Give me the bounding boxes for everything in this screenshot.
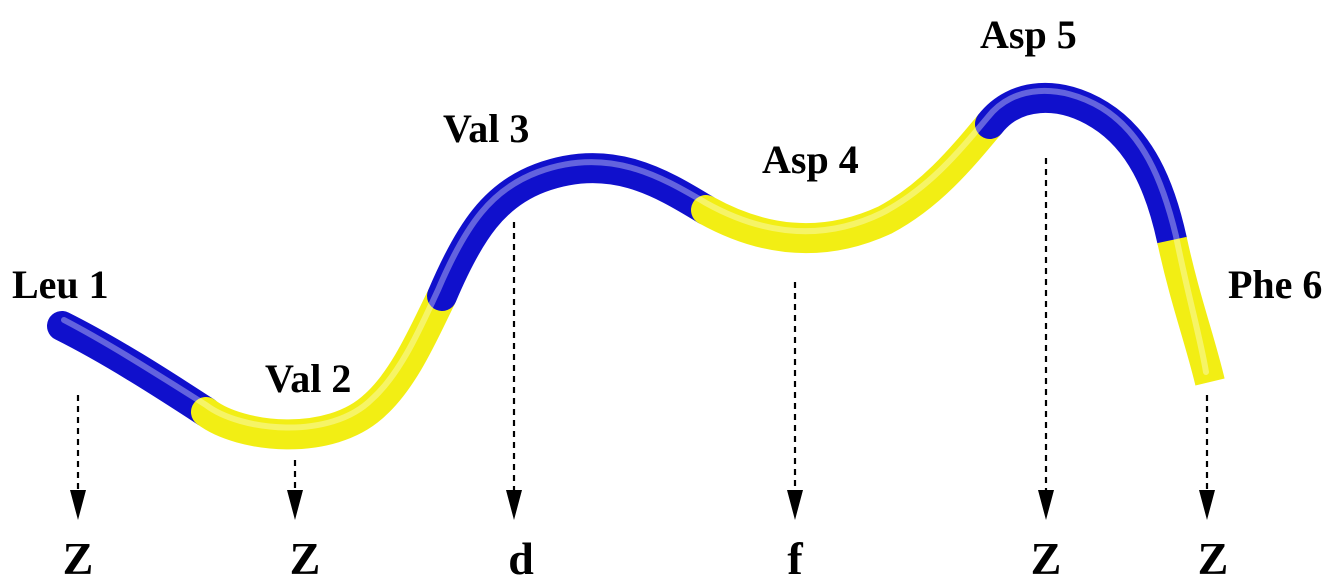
residue-label-val3: Val 3 — [443, 106, 529, 151]
backbone-segment-leu1 — [47, 311, 221, 427]
residue-label-leu1: Leu 1 — [12, 262, 109, 307]
code-label-val2: Z — [290, 533, 321, 582]
backbone-segment-asp4 — [691, 109, 1005, 254]
residue-label-phe6: Phe 6 — [1228, 262, 1322, 307]
backbone-segment-val3 — [427, 153, 721, 311]
code-label-leu1: Z — [63, 533, 94, 582]
projection-arrow-asp4 — [787, 282, 803, 520]
code-label-val3: d — [508, 533, 534, 582]
projection-arrow-val2 — [287, 460, 303, 520]
projection-arrows — [70, 158, 1215, 520]
projection-arrow-leu1 — [70, 395, 86, 520]
projection-arrow-val3 — [506, 222, 522, 520]
residue-label-asp5: Asp 5 — [980, 12, 1077, 57]
code-label-phe6: Z — [1198, 533, 1229, 582]
code-label-asp4: f — [787, 533, 803, 582]
residue-label-val2: Val 2 — [265, 356, 351, 401]
backbone-segment-asp5 — [975, 83, 1187, 255]
residue-label-asp4: Asp 4 — [762, 137, 859, 182]
backbone-highlight — [61, 88, 1209, 431]
projection-arrow-asp5 — [1038, 158, 1054, 520]
backbone-segment-val2 — [191, 281, 457, 450]
code-label-asp5: Z — [1031, 533, 1062, 582]
backbone-tube — [47, 83, 1225, 450]
projection-arrow-phe6 — [1199, 395, 1215, 520]
backbone-segment-phe6 — [1157, 236, 1225, 386]
